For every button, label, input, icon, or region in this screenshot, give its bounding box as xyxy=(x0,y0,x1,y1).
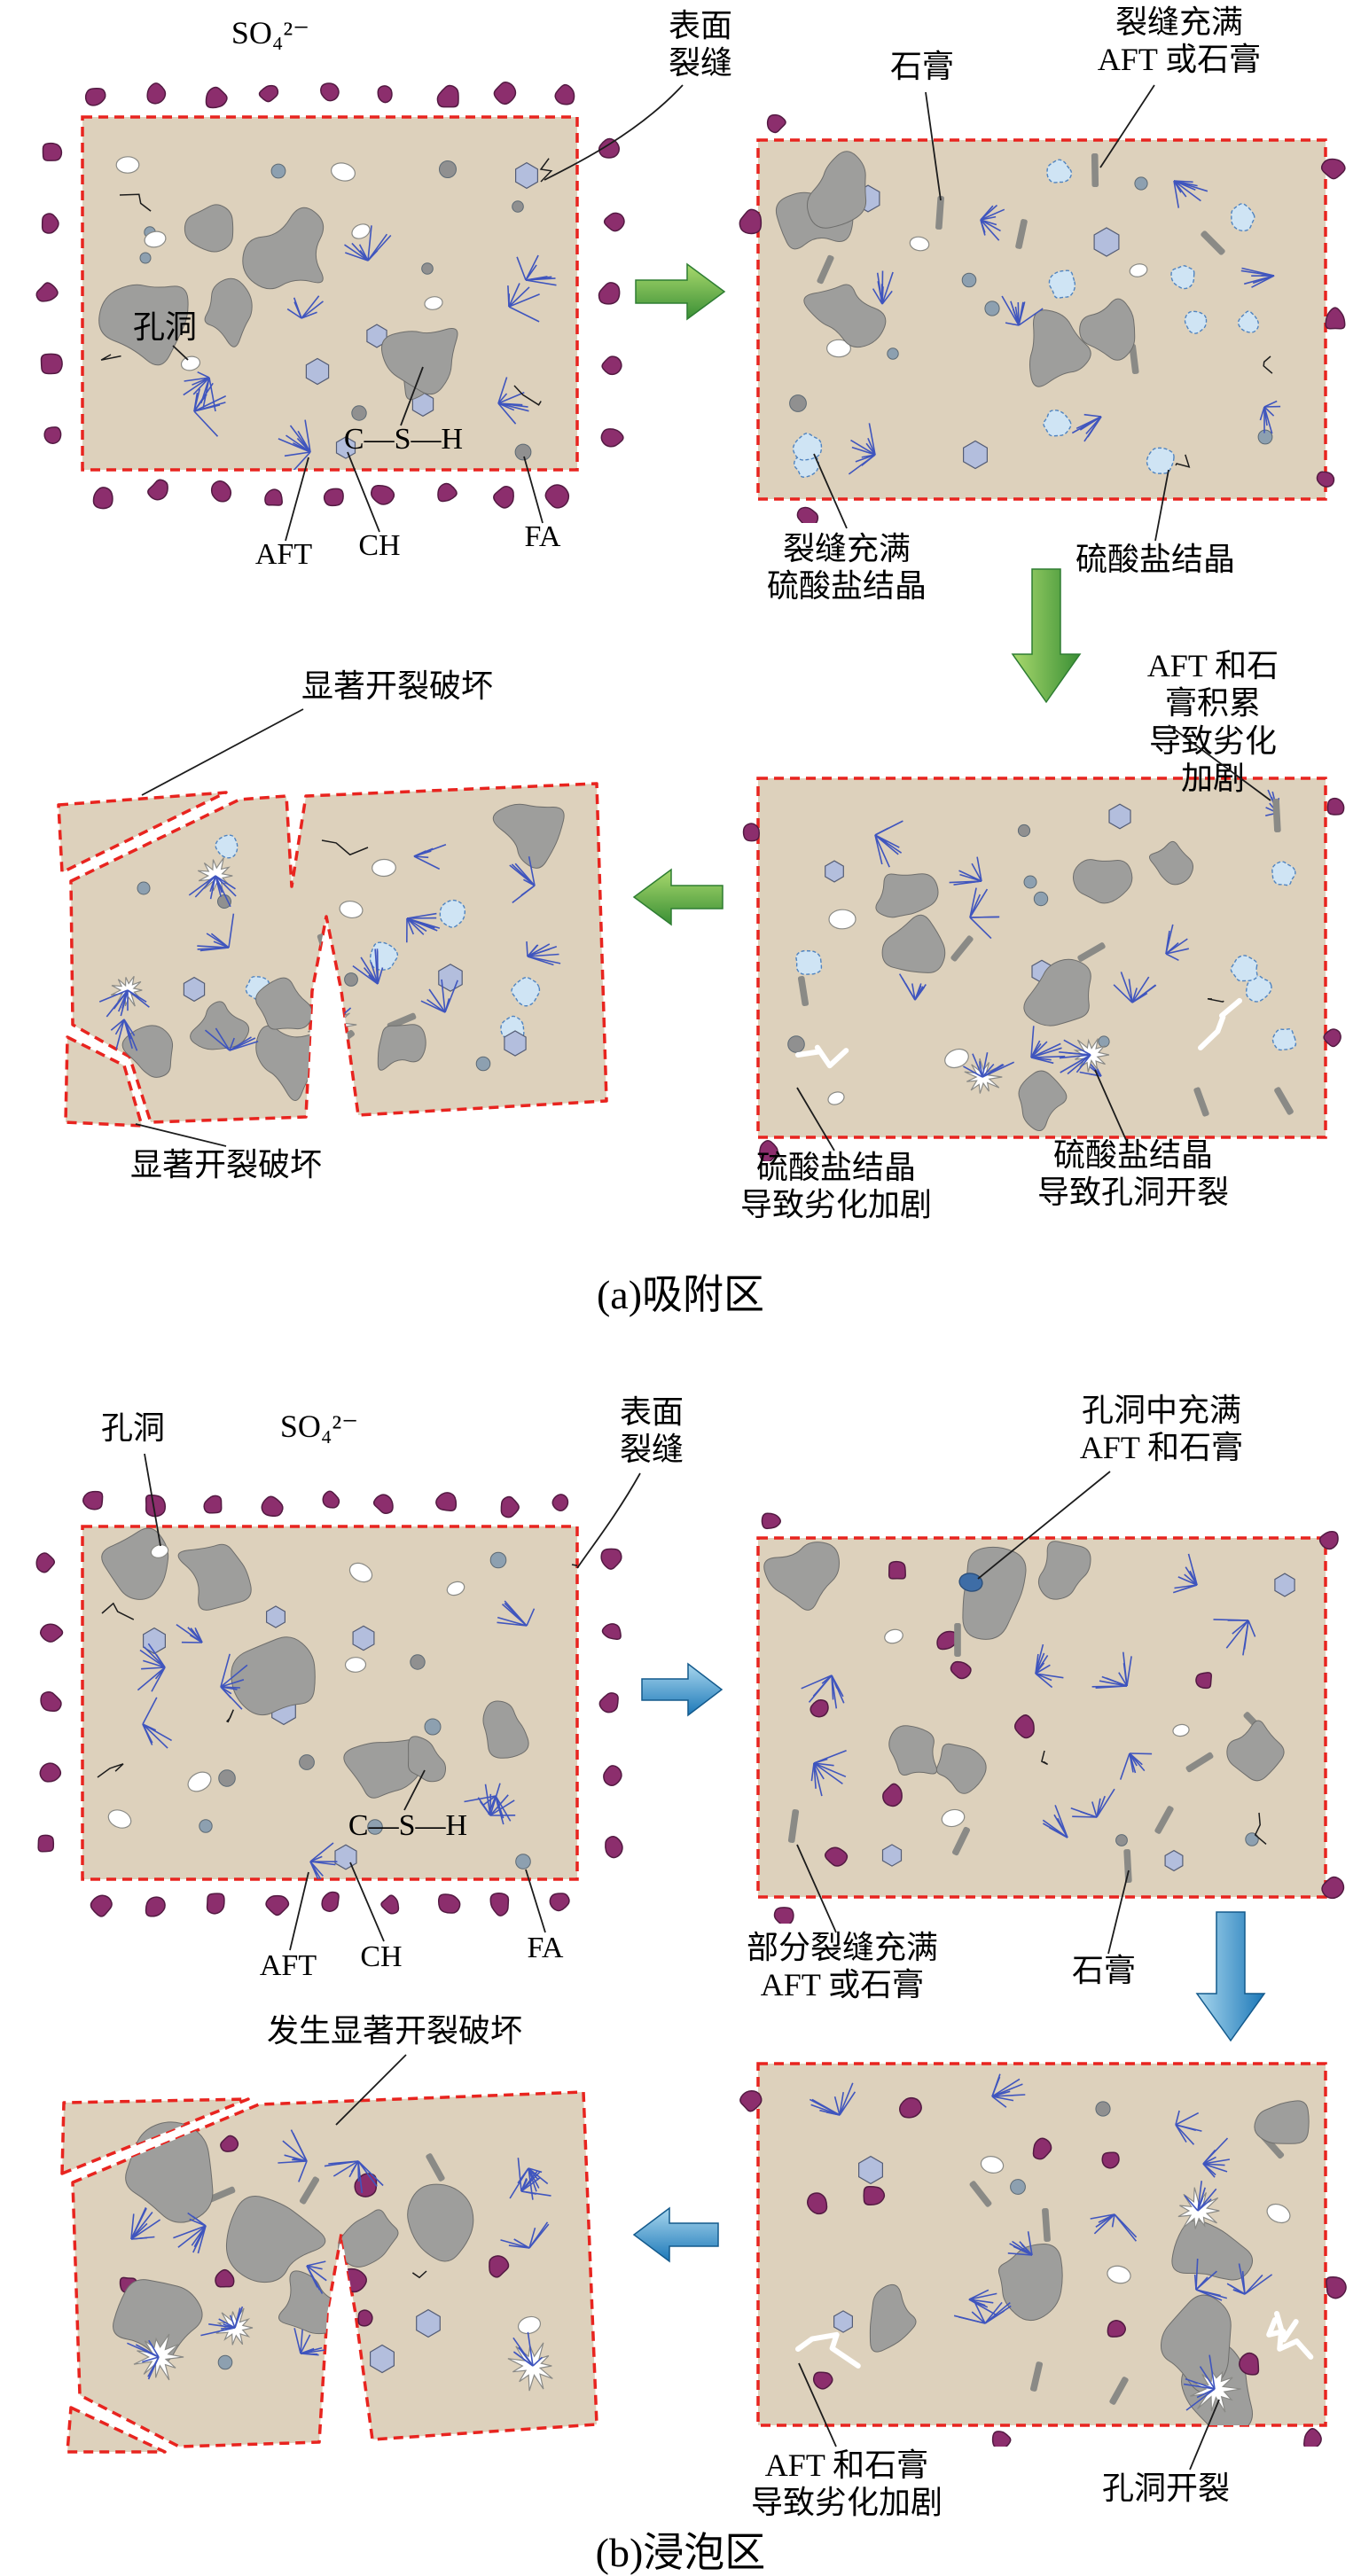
label-sulfate-crystal-a: 硫酸盐结晶 xyxy=(1075,542,1236,577)
arrow-a-step3-left-icon xyxy=(632,868,724,926)
arrow-a-step2-down-icon xyxy=(1011,568,1082,704)
label-aft-a: AFT xyxy=(254,538,313,571)
label-surface-crack-b: 表面 裂缝 xyxy=(619,1394,684,1468)
panel-a-stage1 xyxy=(35,82,625,510)
panel-b-stage3 xyxy=(739,2062,1347,2447)
label-crack-filled-sulfate-a: 裂缝充满 硫酸盐结晶 xyxy=(766,531,927,605)
caption-part-b: (b)浸泡区 xyxy=(595,2530,766,2575)
label-ch-b: CH xyxy=(360,1940,403,1973)
label-csh-b: C—S—H xyxy=(348,1809,468,1842)
label-aft-accumulation-a: AFT 和石膏积累 导致劣化加剧 xyxy=(1146,648,1279,797)
label-fa-a: FA xyxy=(524,520,561,553)
label-pore-a: 孔洞 xyxy=(132,309,198,345)
arrow-a-step1-right-icon xyxy=(635,262,726,321)
label-significant-cracking-bottom-a: 显著开裂破坏 xyxy=(129,1147,323,1183)
label-gypsum-b: 石膏 xyxy=(1071,1953,1137,1988)
label-pore-cracking-b: 孔洞开裂 xyxy=(1101,2471,1231,2506)
panel-b-stage1 xyxy=(35,1490,623,1917)
panel-a-stage2 xyxy=(739,113,1346,523)
label-sulfate-deterioration-a: 硫酸盐结晶 导致劣化加剧 xyxy=(739,1150,933,1223)
label-csh-a: C—S—H xyxy=(343,423,464,456)
label-pore-b: 孔洞 xyxy=(100,1410,166,1446)
label-surface-crack-a: 表面 裂缝 xyxy=(668,8,733,82)
label-so4-b: SO₄²⁻ xyxy=(279,1409,359,1444)
label-fa-b: FA xyxy=(527,1932,564,1964)
label-pore-filled-b: 孔洞中充满 AFT 和石膏 xyxy=(1079,1393,1244,1466)
label-aft-deterioration-b: AFT 和石膏 导致劣化加剧 xyxy=(750,2447,943,2521)
panel-a-stage3 xyxy=(742,777,1345,1161)
label-significant-cracking-b: 发生显著开裂破坏 xyxy=(266,2013,523,2049)
panel-a-stage4 xyxy=(57,782,608,1128)
arrow-b-step1-right-icon xyxy=(641,1662,724,1717)
label-significant-cracking-top-a: 显著开裂破坏 xyxy=(301,668,494,704)
label-so4-a: SO₄²⁻ xyxy=(231,15,310,51)
arrow-b-step3-left-icon xyxy=(632,2206,719,2263)
label-ch-a: CH xyxy=(358,529,401,562)
label-gypsum-a: 石膏 xyxy=(889,49,955,84)
label-crack-filled-aft-a: 裂缝充满 AFT 或石膏 xyxy=(1097,4,1262,78)
label-aft-b: AFT xyxy=(259,1949,317,1982)
panel-b-stage2 xyxy=(756,1512,1345,1924)
label-partial-crack-filled-b: 部分裂缝充满 AFT 或石膏 xyxy=(746,1930,939,2003)
label-sulfate-pore-cracking-a: 硫酸盐结晶 导致孔洞开裂 xyxy=(1036,1137,1230,1211)
arrow-b-step2-down-icon xyxy=(1195,1911,1266,2042)
caption-part-a: (a)吸附区 xyxy=(596,1272,765,1317)
panel-b-stage4 xyxy=(60,2090,598,2454)
